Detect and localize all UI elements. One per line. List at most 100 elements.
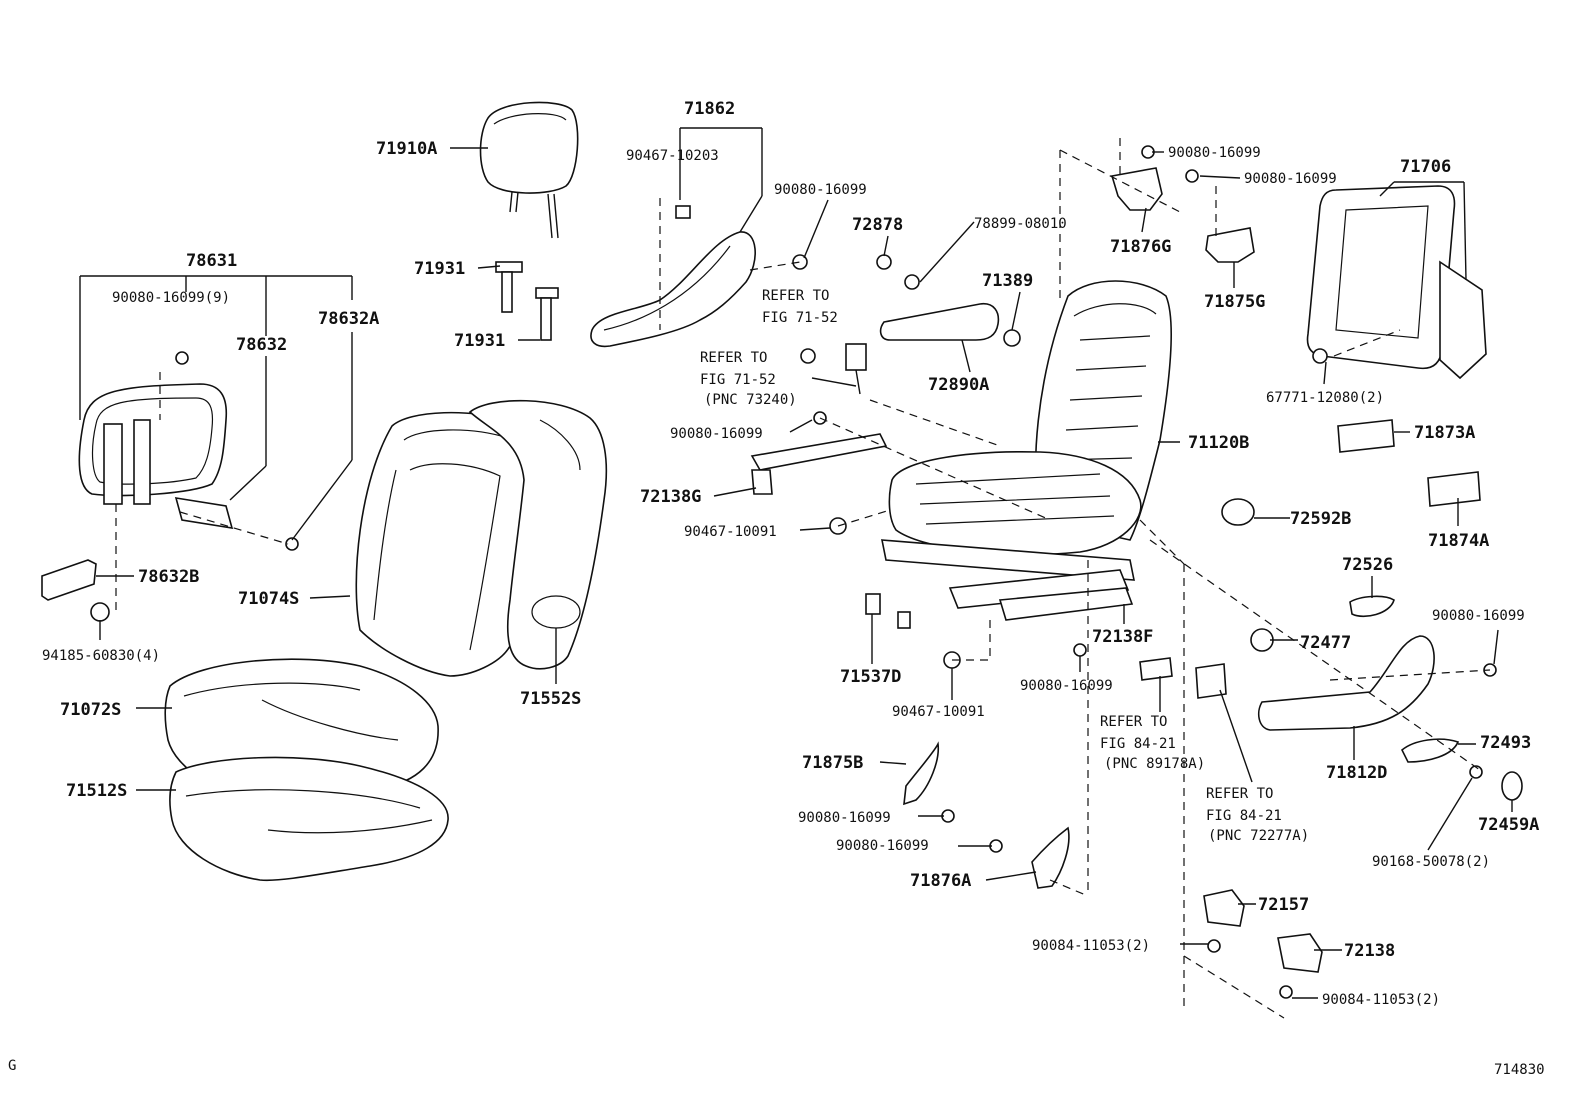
lever-72493-drawing <box>1401 738 1460 763</box>
refer-note-3-line-3: (PNC 89178A) <box>1104 756 1205 772</box>
label-90080-16099-a: 90080-16099 <box>774 182 867 198</box>
cover-71875b-drawing <box>903 741 940 806</box>
label-71072s: 71072S <box>60 700 121 720</box>
label-71875g: 71875G <box>1204 292 1265 312</box>
label-71812d: 71812D <box>1326 763 1387 783</box>
cover-72138-drawing <box>1277 933 1323 973</box>
label-72157: 72157 <box>1258 895 1309 915</box>
label-90084-11053-a: 90084-11053(2) <box>1032 938 1150 954</box>
label-90467-10203: 90467-10203 <box>626 148 719 164</box>
label-71931-b: 71931 <box>454 331 505 351</box>
label-71874a: 71874A <box>1428 531 1489 551</box>
armrest-drawing <box>879 302 1021 347</box>
bracket-71876g-drawing <box>1110 167 1163 211</box>
label-90080-16099-right: 90080-16099 <box>1432 608 1525 624</box>
fasteners <box>175 145 1497 999</box>
figure-number: 714830 <box>1494 1062 1545 1078</box>
label-72592b: 72592B <box>1290 509 1351 529</box>
leader-lines <box>79 127 1513 999</box>
label-90080-16099-mid: 90080-16099 <box>670 426 763 442</box>
label-90080-16099-lower: 90080-16099 <box>1020 678 1113 694</box>
refer-note-2-line-1: REFER TO <box>700 350 767 366</box>
label-78899-08010: 78899-08010 <box>974 216 1067 232</box>
label-71876a: 71876A <box>910 871 971 891</box>
label-90084-11053-b: 90084-11053(2) <box>1322 992 1440 1008</box>
seatback-board-drawing <box>78 383 234 529</box>
label-78631: 78631 <box>186 251 237 271</box>
knob-72592b-drawing <box>1221 498 1255 526</box>
label-71862: 71862 <box>684 99 735 119</box>
label-94185-60830: 94185-60830(4) <box>42 648 160 664</box>
refer-note-2-line-2: FIG 71-52 <box>700 372 776 388</box>
side-shield-71812d-drawing <box>1257 635 1435 731</box>
label-71875b: 71875B <box>802 753 863 773</box>
label-72477: 72477 <box>1300 633 1351 653</box>
part-labels: 71910A 71862 90467-10203 90080-16099 728… <box>42 99 1539 1008</box>
label-90080-16099-b2: 90080-16099 <box>836 838 929 854</box>
assembly-lines <box>115 138 1491 1019</box>
bracket-71874a-drawing <box>1427 471 1481 507</box>
label-72138g: 72138G <box>640 487 701 507</box>
headrest-guide-drawing <box>495 261 559 341</box>
label-90080-16099-b1: 90080-16099 <box>798 810 891 826</box>
label-71873a: 71873A <box>1414 423 1475 443</box>
refer-note-2-line-3: (PNC 73240) <box>704 392 797 408</box>
cap-72459a-drawing <box>1501 771 1523 801</box>
label-71552s: 71552S <box>520 689 581 709</box>
label-71706: 71706 <box>1400 157 1451 177</box>
refer-note-4-line-1: REFER TO <box>1206 786 1273 802</box>
label-90467-10091-b: 90467-10091 <box>892 704 985 720</box>
refer-note-4-line-2: FIG 84-21 <box>1206 808 1282 824</box>
label-67771-12080: 67771-12080(2) <box>1266 390 1384 406</box>
label-72890a: 72890A <box>928 375 989 395</box>
headrest-drawing <box>479 101 579 239</box>
side-shield-drawing <box>590 205 756 348</box>
pad-71537d-drawing <box>865 593 911 629</box>
label-72138f: 72138F <box>1092 627 1153 647</box>
corner-code-left: G <box>8 1058 16 1074</box>
label-71931-a: 71931 <box>414 259 465 279</box>
label-71074s: 71074S <box>238 589 299 609</box>
refer-note-1-line-1: REFER TO <box>762 288 829 304</box>
label-72459a: 72459A <box>1478 815 1539 835</box>
label-78632a: 78632A <box>318 309 379 329</box>
rail-drawing <box>750 433 1134 621</box>
label-72878: 72878 <box>852 215 903 235</box>
label-72526: 72526 <box>1342 555 1393 575</box>
label-78632: 78632 <box>236 335 287 355</box>
label-90467-10091-a: 90467-10091 <box>684 524 777 540</box>
back-board-drawing <box>1306 185 1487 380</box>
cover-72157-drawing <box>1203 889 1245 927</box>
label-71537d: 71537D <box>840 667 901 687</box>
label-71120b: 71120B <box>1188 433 1249 453</box>
cushion-pad-drawing <box>169 756 449 882</box>
refer-note-3-line-2: FIG 84-21 <box>1100 736 1176 752</box>
label-72493: 72493 <box>1480 733 1531 753</box>
clip-72477-drawing <box>1250 628 1274 652</box>
seat-frame-drawing <box>881 280 1172 609</box>
refer-note-1-line-2: FIG 71-52 <box>762 310 838 326</box>
label-71389: 71389 <box>982 271 1033 291</box>
label-90080-16099-9: 90080-16099(9) <box>112 290 230 306</box>
label-90168-50078: 90168-50078(2) <box>1372 854 1490 870</box>
reference-notes: REFER TO FIG 71-52 REFER TO FIG 71-52 (P… <box>700 288 1309 844</box>
buckle-drawing <box>845 343 867 395</box>
cover-71876a-drawing <box>1031 826 1070 889</box>
refer-note-3-line-1: REFER TO <box>1100 714 1167 730</box>
bracket-71873a-drawing <box>1337 419 1395 453</box>
label-71876g: 71876G <box>1110 237 1171 257</box>
label-71512s: 71512S <box>66 781 127 801</box>
label-78632b: 78632B <box>138 567 199 587</box>
knob-72526-drawing <box>1349 595 1395 618</box>
label-72138: 72138 <box>1344 941 1395 961</box>
refer-note-4-line-3: (PNC 72277A) <box>1208 828 1309 844</box>
bracket-78632b-drawing <box>41 559 110 622</box>
label-90080-16099-c: 90080-16099 <box>1244 171 1337 187</box>
bracket-71875g-drawing <box>1205 227 1255 263</box>
label-71910a: 71910A <box>376 139 437 159</box>
bracket-89178a-drawing <box>1139 657 1173 681</box>
label-90080-16099-b: 90080-16099 <box>1168 145 1261 161</box>
bracket-72277a-drawing <box>1195 663 1227 699</box>
